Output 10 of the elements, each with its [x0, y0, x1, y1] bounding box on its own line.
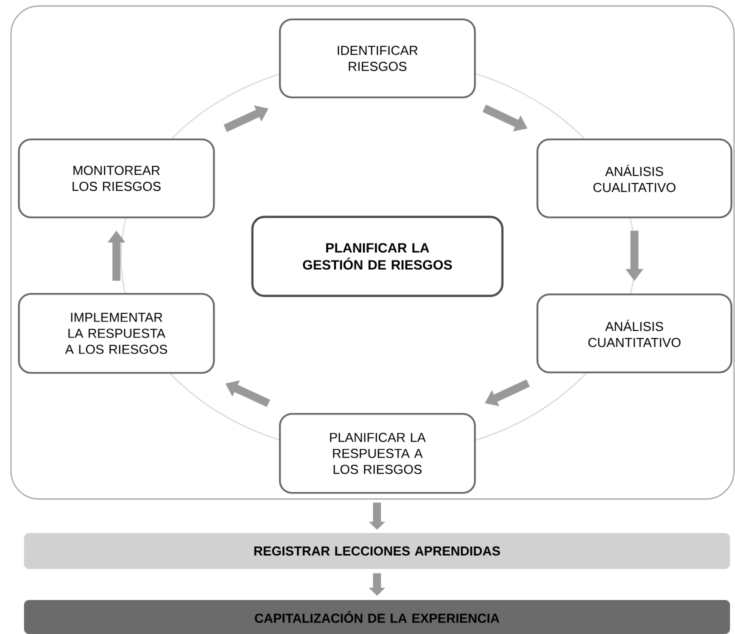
banner-bar: REGISTRAR LECCIONES APRENDIDAS	[24, 533, 730, 569]
container-box	[10, 5, 735, 500]
process-box: ANÁLISIS CUALITATIVO	[536, 138, 732, 218]
process-box: PLANIFICAR LA RESPUESTA A LOS RIESGOS	[279, 413, 476, 494]
central-box: PLANIFICAR LA GESTIÓN DE RIESGOS	[251, 216, 504, 297]
banner-bar: CAPITALIZACIÓN DE LA EXPERIENCIA	[24, 600, 730, 634]
process-box: IDENTIFICAR RIESGOS	[279, 18, 476, 98]
process-box: IMPLEMENTAR LA RESPUESTA A LOS RIESGOS	[18, 293, 215, 374]
process-box: MONITOREAR LOS RIESGOS	[18, 138, 215, 218]
process-box: ANÁLISIS CUANTITATIVO	[536, 294, 732, 374]
